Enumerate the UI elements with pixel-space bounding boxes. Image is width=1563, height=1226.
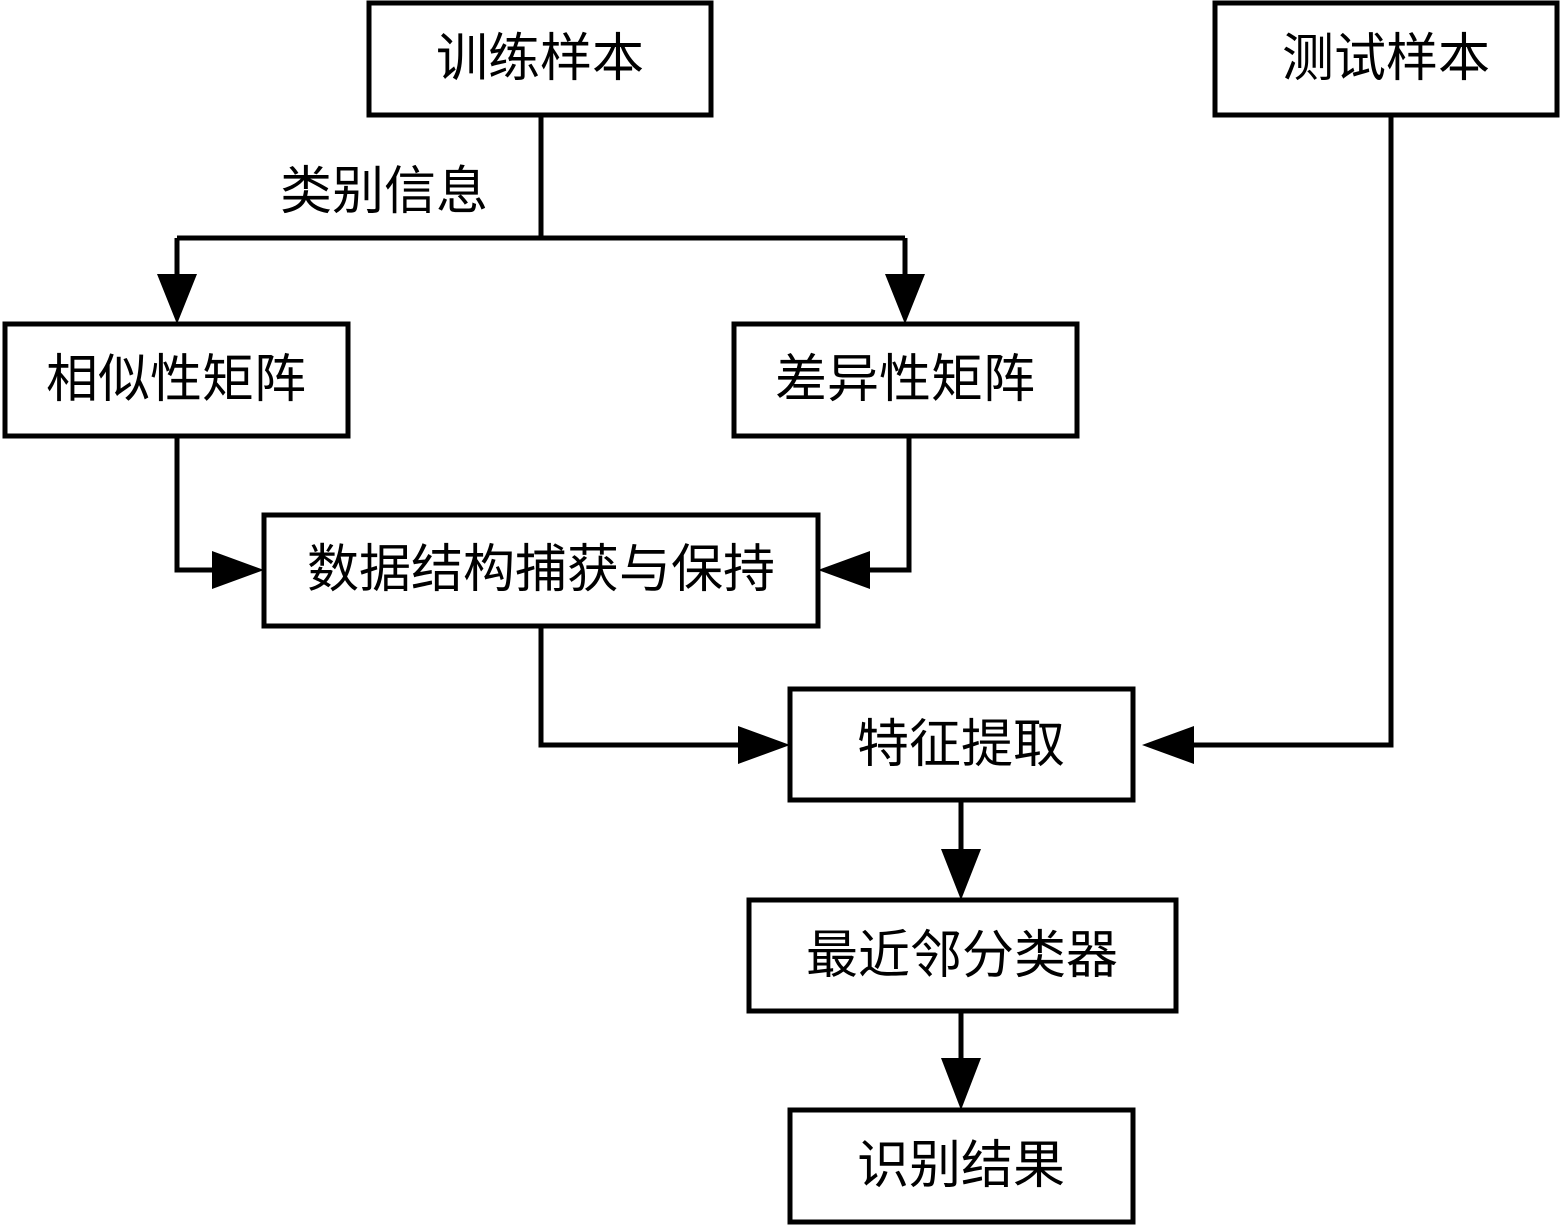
- node-structure-capture: 数据结构捕获与保持: [261, 512, 821, 629]
- arrowhead-classifier: [941, 849, 981, 900]
- node-recognition-result: 识别结果: [787, 1107, 1136, 1225]
- node-training-samples-label: 训练样本: [436, 29, 644, 89]
- arrowhead-capture-right: [818, 551, 870, 589]
- node-test-samples-label: 测试样本: [1282, 29, 1490, 89]
- node-test-samples: 测试样本: [1212, 0, 1560, 118]
- arrowhead-difference: [885, 274, 925, 324]
- connectors: [174, 116, 1394, 1066]
- node-training-samples: 训练样本: [366, 0, 714, 118]
- node-recognition-result-label: 识别结果: [857, 1136, 1065, 1196]
- node-difference-matrix: 差异性矩阵: [731, 321, 1080, 439]
- arrowhead-feature-right: [1142, 726, 1194, 764]
- class-info-label: 类别信息: [280, 162, 488, 222]
- arrowhead-feature-left: [738, 726, 790, 764]
- node-nn-classifier-label: 最近邻分类器: [806, 926, 1118, 986]
- node-nn-classifier: 最近邻分类器: [746, 897, 1179, 1014]
- edge-test-to-feature: [1186, 116, 1394, 748]
- node-feature-extraction-label: 特征提取: [857, 715, 1065, 775]
- node-structure-capture-label: 数据结构捕获与保持: [307, 540, 775, 600]
- edge-similarity-to-capture: [174, 437, 218, 573]
- edge-capture-to-feature: [538, 626, 742, 748]
- node-difference-matrix-label: 差异性矩阵: [775, 350, 1035, 410]
- edge-difference-to-capture: [866, 437, 912, 573]
- arrowhead-similarity: [157, 274, 197, 324]
- node-similarity-matrix: 相似性矩阵: [2, 321, 351, 439]
- node-feature-extraction: 特征提取: [787, 686, 1136, 803]
- node-similarity-matrix-label: 相似性矩阵: [46, 350, 306, 410]
- arrowhead-result: [941, 1058, 981, 1110]
- arrowheads: [157, 274, 1194, 1110]
- arrowhead-capture-left: [212, 551, 264, 589]
